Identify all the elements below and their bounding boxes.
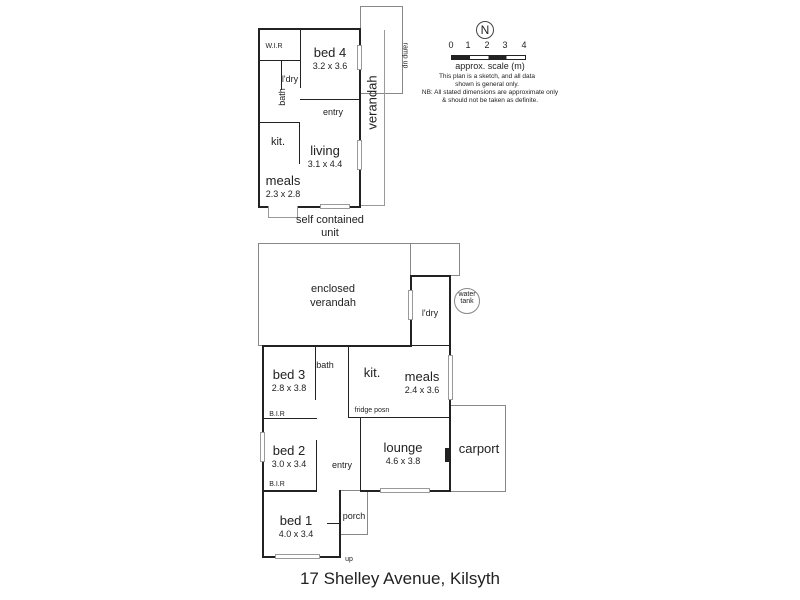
room-dims-bed-3: 2.8 x 3.8	[271, 383, 307, 393]
wall	[299, 122, 300, 164]
scale-tick: 0	[448, 40, 454, 50]
fireplace	[445, 448, 451, 462]
wir-label: W.I.R	[265, 43, 283, 50]
wall	[258, 28, 260, 208]
room-dims-bed-2: 3.0 x 3.4	[271, 459, 307, 469]
unit-caption: self contained unit	[296, 214, 364, 239]
window	[357, 45, 362, 70]
kitchen-label: kit.	[363, 365, 381, 380]
wall	[410, 275, 451, 277]
wall	[360, 418, 361, 491]
room-label-bed-3: bed 3	[272, 367, 306, 382]
wall	[258, 60, 300, 61]
porch-label: porch	[342, 511, 366, 521]
room-label-bed-2: bed 2	[272, 443, 306, 458]
room-dims-meals: 2.4 x 3.6	[404, 385, 440, 395]
scale-tick: 1	[465, 40, 471, 50]
room-label-enclosed-verandah: enclosed verandah	[310, 283, 356, 309]
scale-tick: 4	[521, 40, 527, 50]
property-address-title: 17 Shelley Avenue, Kilsyth	[299, 569, 501, 588]
room-dims-lounge: 4.6 x 3.8	[385, 456, 421, 466]
room-dims-living: 3.1 x 4.4	[307, 159, 343, 169]
bay-window	[268, 206, 298, 218]
room-label-living: living	[310, 143, 340, 158]
scale-tick: 3	[502, 40, 508, 50]
wall	[262, 490, 317, 492]
water-tank	[454, 288, 480, 314]
wall	[258, 28, 361, 30]
wall	[315, 345, 316, 400]
wall	[258, 122, 300, 123]
room-dims-bed-4: 3.2 x 3.6	[312, 61, 348, 71]
dimension-note: NB: All stated dimensions are approximat…	[421, 89, 559, 104]
window	[260, 432, 265, 462]
compass-icon: N	[476, 21, 494, 39]
wall	[258, 206, 361, 208]
wall	[300, 28, 301, 88]
window	[408, 290, 413, 320]
sketch-note: This plan is a sketch, and all data show…	[438, 73, 536, 88]
scale-label: approx. scale (m)	[455, 61, 525, 71]
fridge-label: fridge posn	[354, 407, 390, 414]
room-dims-bed-1: 4.0 x 3.4	[278, 529, 314, 539]
room-label-carport: carport	[458, 441, 500, 456]
room-label-meals: meals	[265, 173, 301, 188]
verandah-extension	[410, 243, 460, 276]
wall	[262, 345, 412, 347]
ramp-label: ramp up	[401, 42, 409, 69]
bath-label: bath	[316, 360, 334, 370]
window	[448, 355, 453, 400]
wall	[281, 60, 282, 90]
wall	[327, 523, 340, 524]
bath-label: bath	[276, 88, 287, 106]
room-label-bed-4: bed 4	[313, 45, 347, 60]
verandah-edge	[384, 30, 385, 206]
entry-label: entry	[322, 107, 344, 117]
window	[320, 204, 350, 209]
bir-label: B.I.R	[269, 411, 285, 418]
water-tank-label: water tank	[458, 291, 476, 305]
wall	[410, 345, 450, 346]
verandah-edge	[360, 205, 385, 206]
wall	[300, 99, 360, 100]
room-dims-meals: 2.3 x 2.8	[265, 189, 301, 199]
room-label-meals: meals	[404, 369, 440, 384]
scale-tick: 2	[484, 40, 490, 50]
window	[275, 554, 320, 559]
wall	[348, 417, 450, 418]
wall	[262, 418, 317, 419]
entry-label: entry	[331, 460, 353, 470]
bir-label: B.I.R	[269, 481, 285, 488]
up-label: up	[345, 556, 353, 563]
laundry-label: l'dry	[281, 74, 299, 84]
room-label-bed-1: bed 1	[279, 513, 313, 528]
scale-bar	[451, 55, 526, 60]
room-label-lounge: lounge	[383, 440, 423, 455]
wall	[316, 440, 317, 490]
wall	[348, 345, 349, 418]
kitchen-label: kit.	[270, 136, 286, 148]
laundry-label: l'dry	[421, 308, 439, 318]
compass-letter: N	[480, 23, 490, 37]
window	[380, 488, 430, 493]
window	[357, 140, 362, 170]
wall	[339, 490, 341, 558]
verandah-label: verandah	[364, 75, 380, 130]
wall	[359, 28, 361, 208]
